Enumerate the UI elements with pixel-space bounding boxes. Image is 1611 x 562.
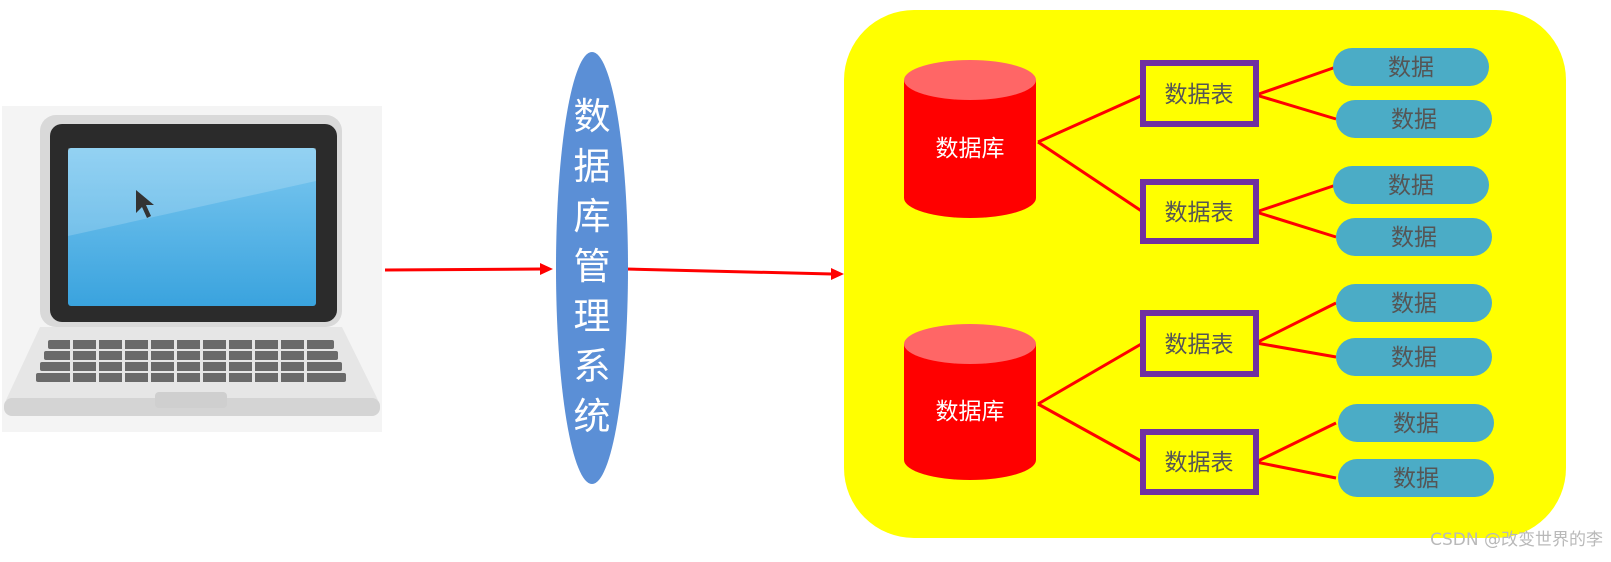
data-pill: 数据 [1338,404,1494,442]
dbms-label-char: 统 [573,395,611,438]
data-table-box: 数据表 [1140,60,1259,127]
data-label: 数据 [1388,173,1434,199]
laptop-icon [2,106,382,432]
data-label: 数据 [1393,466,1439,492]
table-label: 数据表 [1165,82,1234,108]
data-label: 数据 [1391,107,1437,133]
dbms-label-char: 据 [573,145,611,188]
data-table-box: 数据表 [1140,310,1259,377]
table-label: 数据表 [1165,450,1234,476]
dbms-label-char: 库 [573,195,611,238]
data-pill: 数据 [1338,459,1494,497]
dbms-label-char: 系 [573,345,611,388]
data-pill: 数据 [1333,166,1489,204]
dbms-ellipse [556,52,628,484]
mouse-cursor-icon [136,190,154,218]
connectors [1037,65,1337,480]
dbms-label-char: 理 [573,295,611,338]
database-label: 数据库 [936,399,1005,425]
watermark: CSDN @改变世界的李 [1430,530,1603,550]
data-table-box: 数据表 [1140,179,1259,244]
data-pill: 数据 [1336,218,1492,256]
data-pill: 数据 [1333,48,1489,86]
keyboard [36,340,346,382]
data-label: 数据 [1391,345,1437,371]
table-label: 数据表 [1165,332,1234,358]
dbms-label: 数 据 库 管 理 系 统 [556,92,628,442]
dbms-label-char: 管 [573,245,611,288]
data-label: 数据 [1391,291,1437,317]
dbms-label-char: 数 [573,95,611,138]
data-label: 数据 [1391,225,1437,251]
data-pill: 数据 [1336,338,1492,376]
database-cylinder: 数据库 [904,324,1036,480]
data-pill: 数据 [1336,100,1492,138]
data-label: 数据 [1393,411,1439,437]
data-label: 数据 [1388,55,1434,81]
database-cylinder: 数据库 [904,60,1036,218]
data-pill: 数据 [1336,284,1492,322]
database-label: 数据库 [936,136,1005,162]
arrow-dbms-to-databases [625,267,844,280]
table-label: 数据表 [1165,200,1234,226]
data-table-box: 数据表 [1140,429,1259,495]
arrow-computer-to-dbms [384,263,553,275]
